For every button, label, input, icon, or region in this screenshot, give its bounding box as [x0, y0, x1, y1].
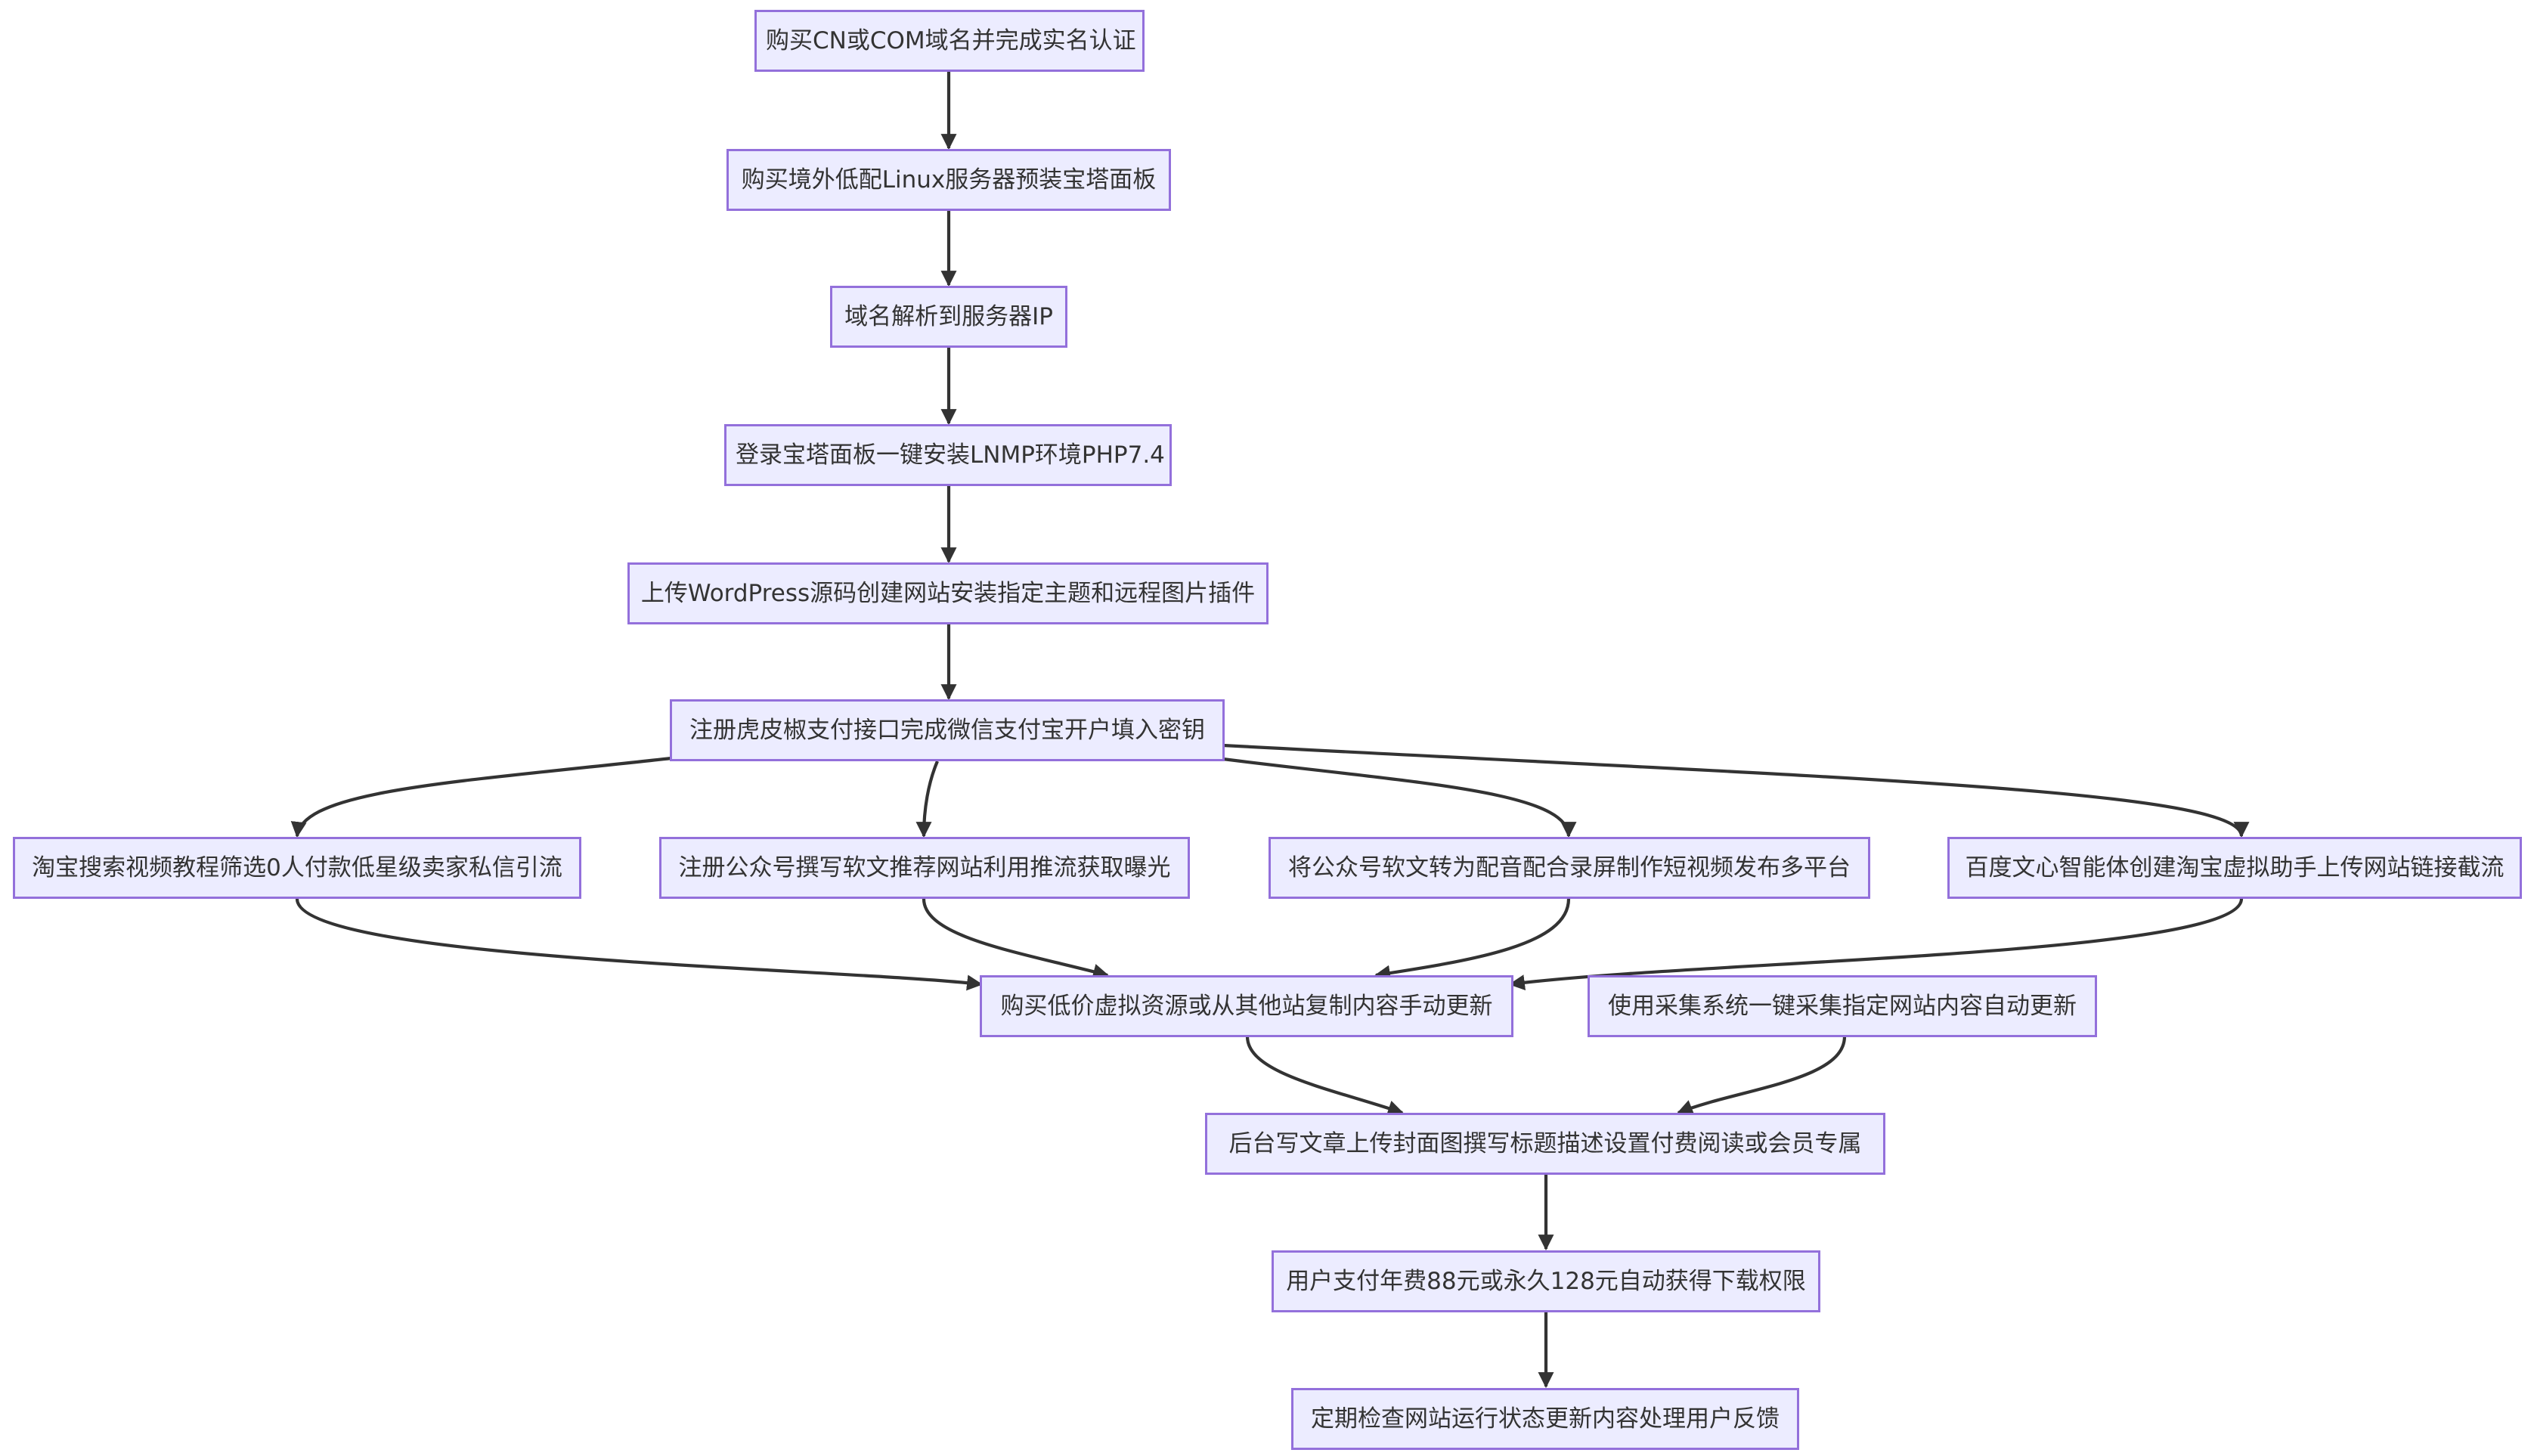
edge-n6-n7 — [290, 756, 672, 838]
node-install-lnmp: 登录宝塔面板一键安装LNMP环境PHP7.4 — [724, 424, 1172, 486]
node-dns-resolve: 域名解析到服务器IP — [830, 286, 1067, 348]
node-baidu-agent: 百度文心智能体创建淘宝虚拟助手上传网站链接截流 — [1947, 837, 2522, 899]
node-manual-update: 购买低价虚拟资源或从其他站复制内容手动更新 — [980, 975, 1513, 1037]
edge-n6-n9 — [1216, 756, 1577, 838]
edge-n10-n11 — [1508, 898, 2244, 991]
node-buy-domain: 购买CN或COM域名并完成实名认证 — [754, 10, 1145, 72]
node-short-video: 将公众号软文转为配音配合录屏制作短视频发布多平台 — [1269, 837, 1870, 899]
node-payment-register: 注册虎皮椒支付接口完成微信支付宝开户填入密钥 — [670, 699, 1225, 761]
node-upload-wordpress: 上传WordPress源码创建网站安装指定主题和远程图片插件 — [627, 562, 1269, 624]
edge-n8-n11 — [922, 898, 1110, 980]
node-user-payment: 用户支付年费88元或永久128元自动获得下载权限 — [1272, 1250, 1820, 1312]
node-auto-collect: 使用采集系统一键采集指定网站内容自动更新 — [1588, 975, 2097, 1037]
node-buy-server: 购买境外低配Linux服务器预装宝塔面板 — [726, 149, 1171, 211]
edge-n7-n11 — [295, 898, 984, 991]
edge-n11-n13 — [1245, 1036, 1404, 1116]
node-maintenance: 定期检查网站运行状态更新内容处理用户反馈 — [1291, 1388, 1799, 1450]
node-write-article: 后台写文章上传封面图撰写标题描述设置付费阅读或会员专属 — [1205, 1113, 1885, 1175]
edge-n9-n11 — [1374, 898, 1571, 981]
node-wechat-article: 注册公众号撰写软文推荐网站利用推流获取曝光 — [659, 837, 1190, 899]
edge-n12-n13 — [1677, 1036, 1847, 1115]
edge-n6-n10 — [1222, 743, 2250, 838]
edge-n6-n8 — [915, 761, 939, 838]
node-taobao-traffic: 淘宝搜索视频教程筛选0人付款低星级卖家私信引流 — [13, 837, 581, 899]
